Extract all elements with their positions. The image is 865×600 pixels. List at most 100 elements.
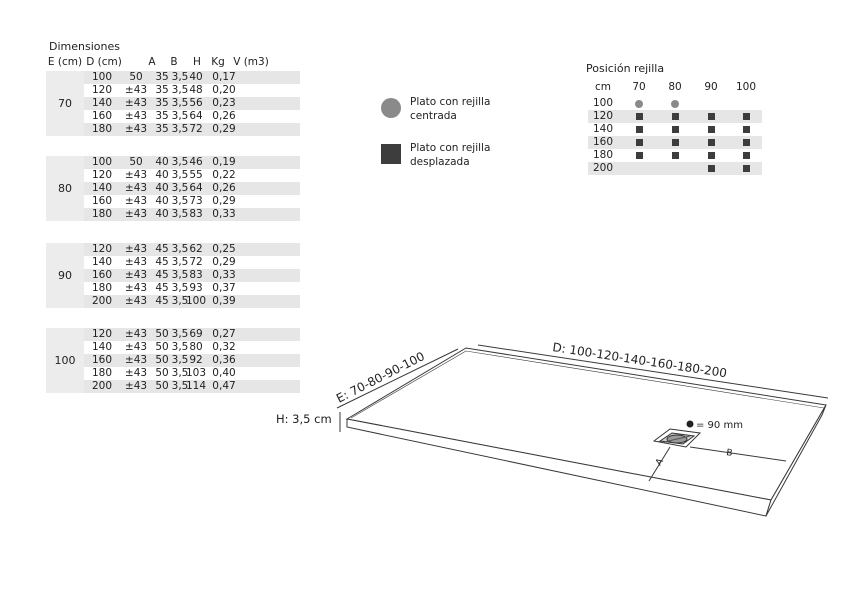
position-row-label: 180: [592, 149, 614, 161]
table-cell: 40: [155, 156, 169, 168]
table-cell: 69: [189, 328, 203, 340]
square-icon: [742, 152, 750, 159]
table-cell: 64: [189, 182, 203, 194]
table-cell: 3,5: [171, 256, 189, 268]
table-cell: 180: [91, 282, 113, 294]
circle-icon: [381, 98, 401, 118]
table-cell: 3,5: [171, 182, 189, 194]
table-cell: 0,29: [212, 195, 236, 207]
square-icon: [707, 139, 715, 146]
table-cell: ±43: [124, 195, 148, 207]
table-cell: 55: [189, 169, 203, 181]
table-cell: 0,40: [212, 367, 236, 379]
table-cell: 0,29: [212, 123, 236, 135]
position-mark-cell: [631, 149, 647, 162]
position-corner-label: cm: [594, 81, 611, 93]
table-cell: ±43: [124, 295, 148, 307]
table-cell: ±43: [124, 269, 148, 281]
table-cell: 64: [189, 110, 203, 122]
position-mark-cell: [631, 110, 647, 123]
table-cell: 140: [91, 182, 113, 194]
dimensions-header-cell: H: [193, 56, 201, 68]
table-cell: 83: [189, 269, 203, 281]
square-icon: [707, 165, 715, 172]
position-row: 120: [588, 110, 762, 123]
legend-centered: Plato con rejilla centrada: [410, 95, 490, 123]
table-cell: 35: [155, 123, 169, 135]
square-icon: [707, 126, 715, 133]
table-cell: 73: [189, 195, 203, 207]
table-cell: 45: [155, 269, 169, 281]
dimensions-header-cell: D (cm): [86, 56, 122, 68]
position-mark-cell: [703, 149, 719, 162]
position-mark-cell: [703, 123, 719, 136]
table-cell: 83: [189, 208, 203, 220]
table-cell: 0,22: [212, 169, 236, 181]
table-cell: 0,27: [212, 328, 236, 340]
table-cell: 93: [189, 282, 203, 294]
circle-icon: [671, 99, 679, 108]
table-cell: 180: [91, 208, 113, 220]
position-title: Posición rejilla: [586, 62, 665, 75]
position-row: 140: [588, 123, 762, 136]
table-cell: 0,23: [212, 97, 236, 109]
square-icon: [742, 126, 750, 133]
table-cell: 0,37: [212, 282, 236, 294]
table-cell: 3,5: [171, 195, 189, 207]
table-cell: 50: [155, 354, 169, 366]
position-mark-cell: [703, 162, 719, 175]
table-cell: 92: [189, 354, 203, 366]
dimensions-header-cell: A: [148, 56, 156, 68]
table-cell: 40: [155, 195, 169, 207]
table-cell: 160: [91, 269, 113, 281]
table-cell: 40: [155, 208, 169, 220]
table-cell: 35: [155, 71, 169, 83]
square-icon: [742, 165, 750, 172]
table-cell: 114: [185, 380, 207, 392]
position-row: 200: [588, 162, 762, 175]
table-cell: 45: [155, 256, 169, 268]
square-icon: [707, 113, 715, 120]
width-e-cell: 100: [46, 328, 84, 393]
table-cell: 140: [91, 256, 113, 268]
table-cell: 35: [155, 97, 169, 109]
position-mark-cell: [631, 136, 647, 149]
position-row: 100: [588, 97, 762, 110]
dimensions-header-cell: E (cm): [47, 56, 83, 68]
table-cell: 46: [189, 156, 203, 168]
table-cell: 0,47: [212, 380, 236, 392]
table-cell: 3,5: [171, 269, 189, 281]
position-mark-cell: [631, 123, 647, 136]
position-mark-cell: [667, 123, 683, 136]
table-cell: ±43: [124, 110, 148, 122]
table-cell: ±43: [124, 354, 148, 366]
label-h: H: 3,5 cm: [276, 412, 332, 426]
table-cell: 35: [155, 84, 169, 96]
table-cell: 180: [91, 123, 113, 135]
table-cell: 40: [189, 71, 203, 83]
square-icon: [742, 139, 750, 146]
dimension-a-line: [648, 446, 671, 482]
table-cell: 3,5: [171, 380, 189, 392]
position-column-label: 100: [735, 81, 757, 93]
label-a: A: [654, 456, 666, 467]
table-cell: 3,5: [171, 156, 189, 168]
position-row-label: 160: [592, 136, 614, 148]
position-mark-cell: [703, 110, 719, 123]
table-cell: 120: [91, 328, 113, 340]
table-cell: 3,5: [171, 243, 189, 255]
table-cell: 72: [189, 123, 203, 135]
table-cell: 0,29: [212, 256, 236, 268]
